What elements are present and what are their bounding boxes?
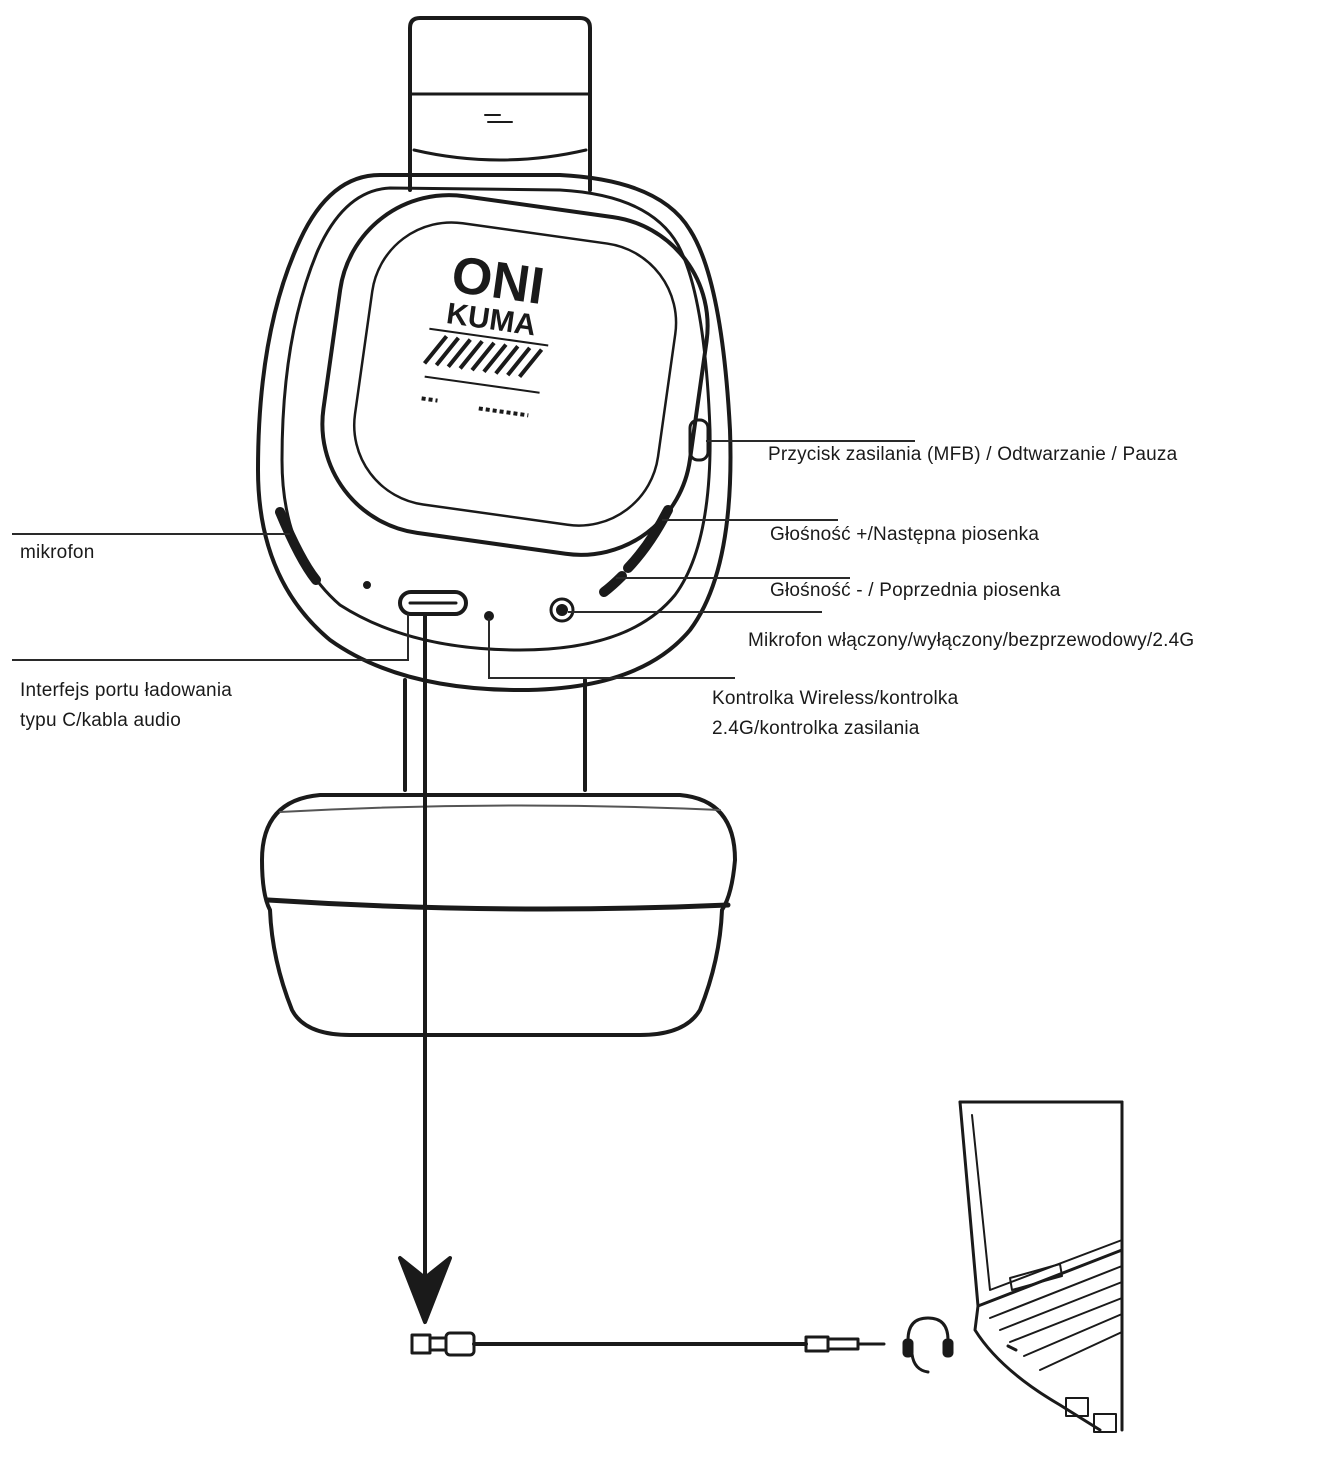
microphone-opening [275, 507, 321, 585]
label-volume-down: Głośność - / Poprzednia piosenka [770, 580, 1061, 601]
brand-stripes [422, 334, 544, 379]
brand-logo-line1: ONI [448, 246, 548, 316]
audio-cable [410, 1331, 886, 1357]
laptop-illustration [958, 1100, 1124, 1433]
label-port-line2: typu C/kabla audio [20, 710, 181, 731]
volume-up-button [623, 505, 673, 573]
headset-icon [902, 1316, 954, 1374]
leader-port [12, 614, 409, 661]
cover-plate-inner [352, 221, 678, 527]
earcup-stem [403, 678, 587, 792]
leader-indicator [488, 618, 735, 679]
label-microphone: mikrofon [20, 542, 95, 563]
label-power-button: Przycisk zasilania (MFB) / Odtwarzanie /… [768, 444, 1178, 465]
earcup-rim [280, 186, 712, 652]
usb-c-port [398, 590, 468, 616]
headband [408, 16, 592, 192]
leader-lines [12, 440, 915, 679]
ear-cushion [260, 793, 737, 1037]
label-volume-up: Głośność +/Następna piosenka [770, 524, 1040, 545]
label-port-line1: Interfejs portu ładowania [20, 680, 233, 701]
label-indicator-line2: 2.4G/kontrolka zasilania [712, 718, 920, 739]
brand-logo: ONI KUMA [421, 246, 549, 418]
connection-arrow-head [398, 1256, 452, 1324]
earcup-housing [256, 173, 733, 692]
label-indicator-line1: Kontrolka Wireless/kontrolka [712, 688, 959, 709]
cover-plate [320, 193, 710, 557]
mic-toggle-button [549, 597, 575, 623]
label-mic-toggle: Mikrofon włączony/wyłączony/bezprzewodow… [748, 630, 1195, 651]
